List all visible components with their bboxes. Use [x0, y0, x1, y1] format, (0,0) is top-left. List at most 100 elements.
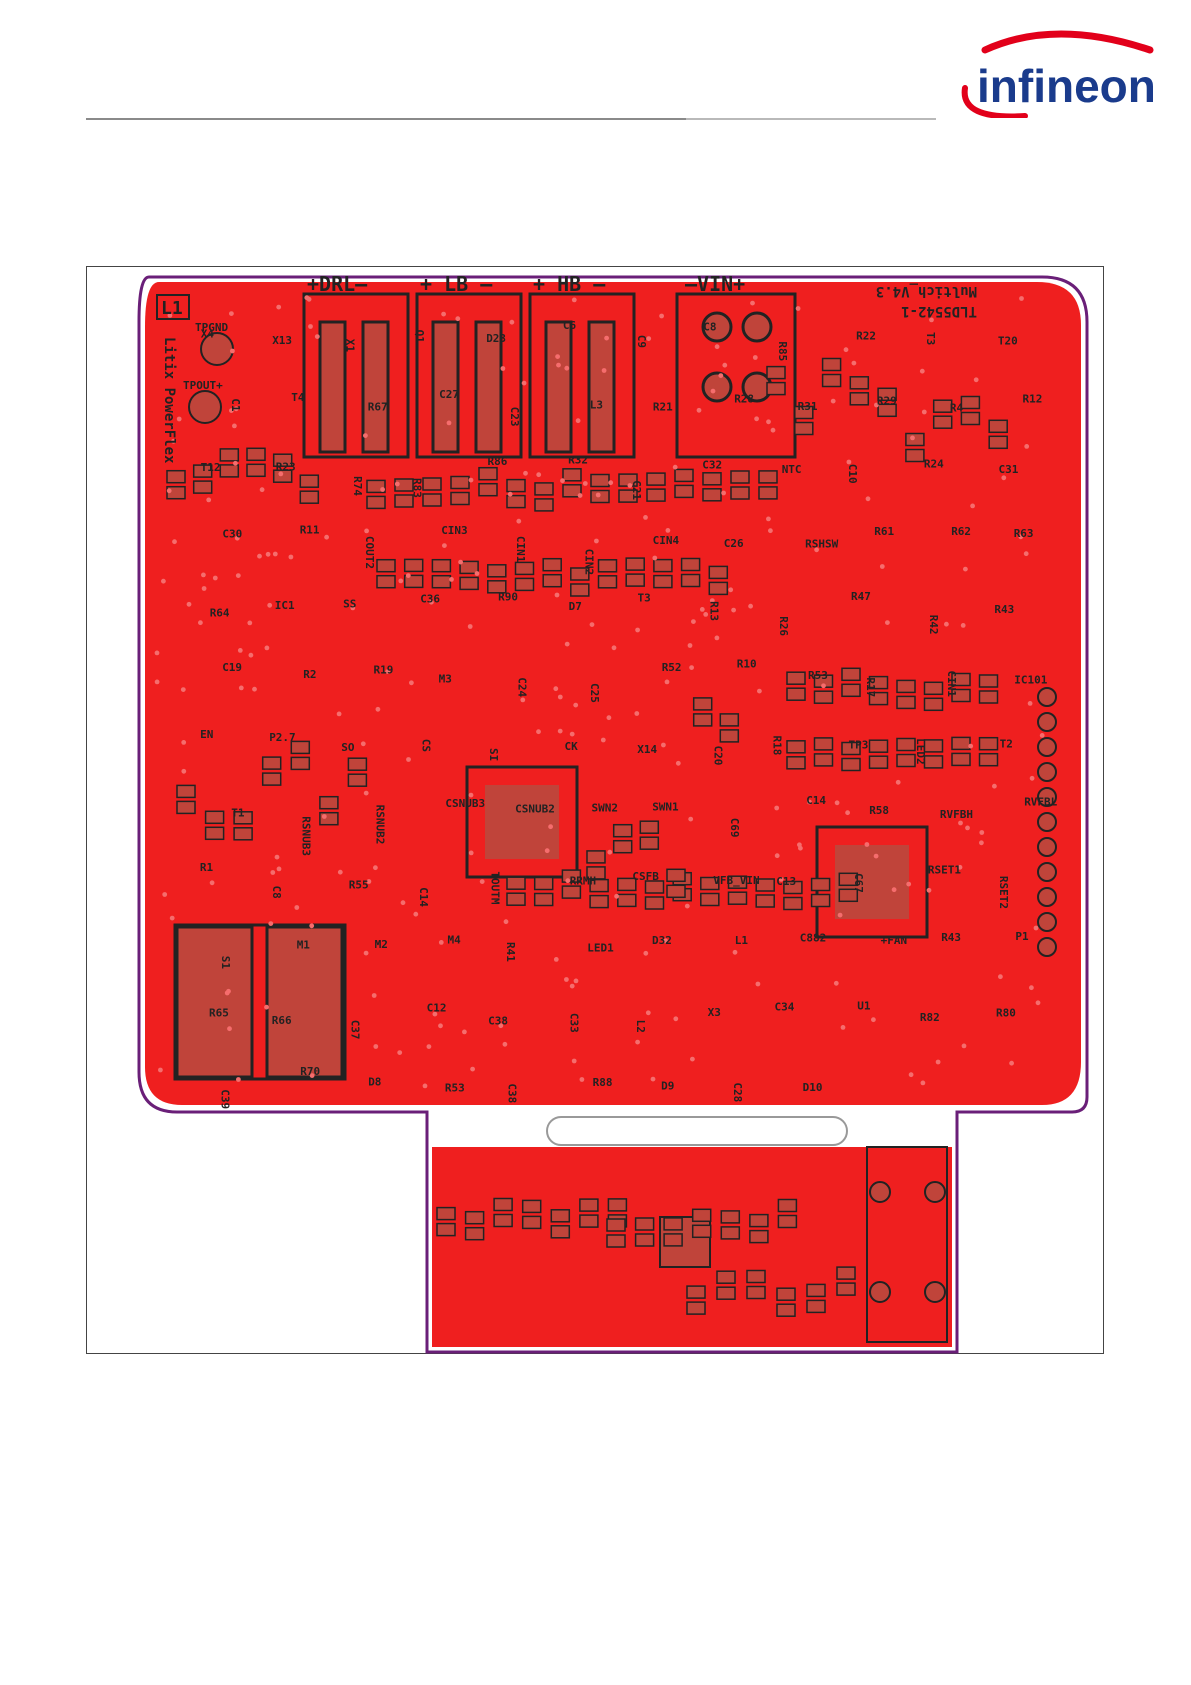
via	[814, 547, 819, 553]
silk-label: C38	[506, 1083, 519, 1103]
via	[732, 949, 738, 955]
silk-label: C13	[776, 875, 796, 888]
via	[1029, 775, 1035, 781]
silk-label: M4	[448, 933, 462, 946]
smd-pad	[653, 574, 673, 589]
vias	[154, 295, 1045, 1089]
via	[564, 641, 570, 647]
smd-pad	[579, 1214, 599, 1228]
via	[926, 887, 932, 893]
via	[409, 680, 414, 686]
smd-pad	[403, 558, 424, 573]
smd-pad	[766, 365, 786, 380]
via	[1029, 985, 1034, 991]
via	[455, 316, 461, 322]
smd-pad	[487, 564, 507, 578]
silk-label: R19	[374, 663, 394, 676]
silk-label: R1	[200, 861, 214, 874]
via	[449, 577, 454, 582]
smd-pad	[319, 795, 339, 810]
via	[895, 779, 901, 785]
via	[227, 1026, 232, 1032]
via	[766, 516, 771, 522]
via	[754, 416, 759, 422]
via	[837, 912, 843, 918]
smd-pad	[347, 773, 368, 787]
via	[556, 362, 561, 368]
via	[664, 679, 670, 685]
silk-label: R42	[927, 615, 940, 635]
smd-pad	[570, 567, 590, 581]
silk-label: U1	[857, 999, 871, 1012]
smd-pad	[932, 415, 953, 429]
via	[503, 919, 509, 925]
via	[557, 728, 563, 734]
silk-label: M2	[375, 938, 388, 951]
smd-pad	[923, 697, 944, 712]
silk-label: C27	[439, 388, 459, 401]
smd-pad	[561, 885, 582, 899]
via	[1001, 475, 1007, 481]
smd-pad	[686, 1301, 706, 1315]
silk-label: R52	[662, 661, 682, 674]
via	[573, 702, 579, 708]
via	[364, 528, 369, 534]
via	[259, 487, 265, 493]
connector-drl	[302, 292, 410, 459]
silk-label: R82	[920, 1011, 940, 1024]
smd-pad	[233, 811, 253, 825]
header-rule	[86, 118, 686, 120]
via	[422, 1083, 428, 1089]
smd-pad	[719, 713, 740, 727]
silk-label: RVFBH	[940, 808, 973, 821]
via	[684, 903, 690, 909]
silk-label: R18	[770, 736, 783, 756]
via	[595, 492, 601, 498]
silk-label: L2	[634, 1020, 647, 1033]
smd-pad	[646, 488, 666, 502]
via	[1027, 701, 1033, 706]
via	[601, 368, 607, 373]
smd-pad	[794, 405, 814, 420]
smd-pad	[663, 1233, 683, 1247]
smd-pad	[923, 739, 944, 753]
via	[833, 980, 839, 986]
via	[944, 621, 949, 627]
silk-label: T4	[291, 391, 305, 404]
smd-pad	[246, 463, 266, 478]
smd-pad	[176, 800, 196, 815]
silk-label: X14	[637, 743, 657, 756]
silk-label: R64	[210, 606, 230, 619]
silk-label: C23	[508, 407, 521, 427]
via	[406, 757, 411, 762]
smd-pad	[702, 472, 722, 486]
smd-pad	[988, 435, 1008, 450]
inductor-l1	[173, 923, 347, 1081]
via	[265, 551, 271, 557]
via	[373, 1044, 379, 1049]
silk-label: C12	[427, 1002, 447, 1015]
silk-label: R43	[994, 603, 1014, 616]
via	[252, 686, 257, 692]
slot-cutout	[546, 1116, 848, 1146]
silk-label: L3	[590, 398, 603, 411]
via	[645, 1010, 651, 1016]
silk-label: M1	[297, 939, 311, 952]
smd-pad	[533, 892, 554, 907]
smd-pad	[272, 469, 293, 483]
smd-pad	[589, 894, 609, 909]
via	[968, 743, 974, 749]
smd-pad	[534, 482, 554, 496]
via	[257, 553, 262, 559]
silk-label: D7	[569, 600, 582, 613]
via	[432, 1011, 438, 1017]
smd-pad	[431, 558, 452, 573]
via	[635, 1039, 640, 1045]
silk-label: C6	[563, 319, 577, 332]
via	[167, 313, 173, 318]
smd-pad	[272, 453, 293, 467]
silk-label: R47	[851, 590, 871, 603]
via	[294, 905, 300, 910]
silk-label: C24	[516, 677, 529, 697]
via	[337, 869, 343, 875]
